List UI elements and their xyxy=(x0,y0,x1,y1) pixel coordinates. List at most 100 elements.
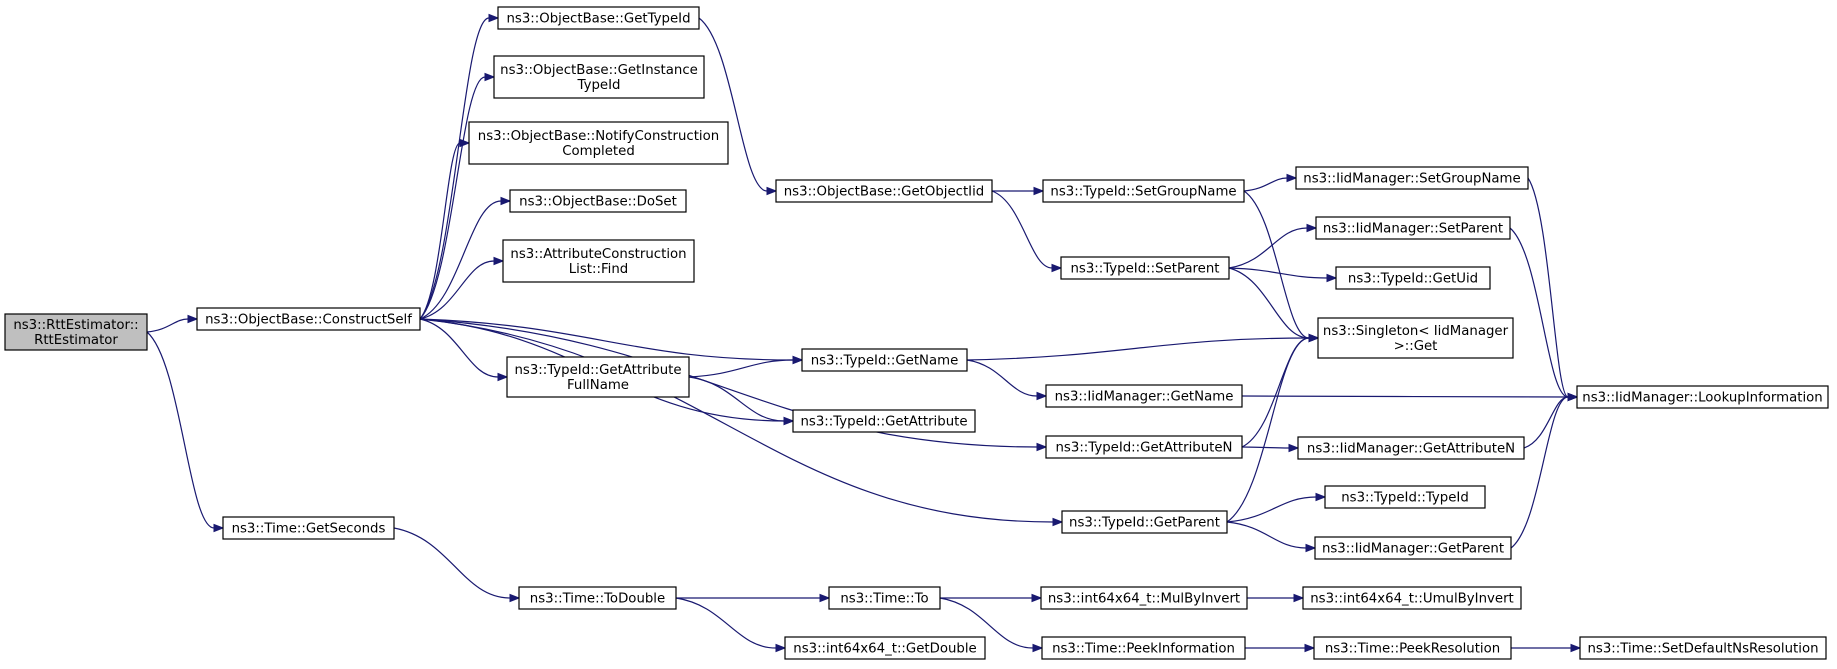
edge-arrowhead xyxy=(459,138,471,148)
node-getuid[interactable]: ns3::TypeId::GetUid xyxy=(1335,266,1491,290)
node-getattribute[interactable]: ns3::TypeId::GetAttribute xyxy=(792,409,976,433)
edge-arrowhead xyxy=(1305,543,1317,553)
edge-line xyxy=(698,17,768,192)
node-box xyxy=(222,516,395,540)
node-getdouble[interactable]: ns3::int64x64_t::GetDouble xyxy=(784,636,986,660)
edge-setparent-to-getuid xyxy=(1228,267,1338,283)
node-label-line: ns3::TypeId::GetUid xyxy=(1348,272,1478,287)
node-label-line: ns3::TypeId::TypeId xyxy=(1341,491,1469,506)
node-singleton[interactable]: ns3::Singleton< IidManager>::Get xyxy=(1317,317,1514,359)
node-box xyxy=(1042,179,1245,203)
node-peekinformation[interactable]: ns3::Time::PeekInformation xyxy=(1041,636,1246,660)
node-lookup[interactable]: ns3::IidManager::LookupInformation xyxy=(1576,385,1829,409)
edge-constructself-to-doset xyxy=(419,196,512,320)
node-getseconds[interactable]: ns3::Time::GetSeconds xyxy=(222,516,395,540)
node-getparent[interactable]: ns3::TypeId::GetParent xyxy=(1061,510,1228,534)
edge-line xyxy=(1226,337,1310,523)
edge-line xyxy=(675,597,777,649)
edge-peekresolution-to-setdefaultns xyxy=(1511,643,1582,653)
nodes-layer: ns3::RttEstimator::RttEstimator ns3::Obje… xyxy=(4,6,1829,660)
node-box xyxy=(792,409,976,433)
edge-gettypeid-to-getobjectiid xyxy=(698,17,778,196)
edge-rtt-to-getseconds xyxy=(146,331,225,533)
node-box xyxy=(1317,317,1514,359)
node-label-line: ns3::IidManager::SetGroupName xyxy=(1303,172,1520,187)
node-label-line: ns3::ObjectBase::GetObjectIid xyxy=(784,185,984,200)
edge-line xyxy=(419,76,486,320)
edge-arrowhead xyxy=(187,314,199,324)
node-typeid-typeid[interactable]: ns3::TypeId::TypeId xyxy=(1324,485,1486,509)
edge-line xyxy=(1241,446,1290,449)
node-gettypeid[interactable]: ns3::ObjectBase::GetTypeId xyxy=(497,6,700,30)
edge-arrowhead xyxy=(488,13,500,23)
node-box xyxy=(506,356,690,398)
edge-line xyxy=(939,597,1034,649)
node-label-line: ns3::TypeId::GetAttribute xyxy=(800,415,967,430)
edge-arrowhead xyxy=(1308,333,1320,343)
edge-getattributen-to-iid-getattributen xyxy=(1241,443,1300,453)
node-mulbyinvert[interactable]: ns3::int64x64_t::MulByInvert xyxy=(1040,586,1248,610)
node-rtt[interactable]: ns3::RttEstimator::RttEstimator xyxy=(4,313,148,351)
node-iid-getname[interactable]: ns3::IidManager::GetName xyxy=(1045,384,1243,408)
node-iid-getattributen[interactable]: ns3::IidManager::GetAttributeN xyxy=(1297,436,1525,460)
edge-arrowhead xyxy=(1051,263,1063,273)
node-getobjectiid[interactable]: ns3::ObjectBase::GetObjectIid xyxy=(775,179,993,203)
node-umulbyinvert[interactable]: ns3::int64x64_t::UmulByInvert xyxy=(1302,586,1522,610)
edge-line xyxy=(419,260,495,320)
node-setparent[interactable]: ns3::TypeId::SetParent xyxy=(1060,256,1230,280)
node-label-line: ns3::int64x64_t::GetDouble xyxy=(793,642,976,657)
node-label-line: ns3::TypeId::SetGroupName xyxy=(1050,185,1236,200)
edge-arrowhead xyxy=(1288,443,1300,453)
edge-getobjectiid-to-setgroupname xyxy=(992,186,1045,196)
edge-arrowhead xyxy=(1032,643,1044,653)
edge-line xyxy=(991,190,1053,269)
node-time-to[interactable]: ns3::Time::To xyxy=(828,586,941,610)
edge-arrowhead xyxy=(1326,273,1338,283)
edge-iid-getparent-to-lookup xyxy=(1510,392,1579,549)
edge-line xyxy=(1226,521,1307,549)
edge-line xyxy=(419,142,461,320)
edge-constructself-to-gettypeid xyxy=(419,13,500,320)
edge-getobjectiid-to-setparent xyxy=(991,190,1063,273)
node-doset[interactable]: ns3::ObjectBase::DoSet xyxy=(509,189,687,213)
edge-arrowhead xyxy=(766,186,778,196)
edge-arrowhead xyxy=(1031,593,1043,603)
node-box xyxy=(1045,435,1243,459)
edge-arrowhead xyxy=(1052,517,1064,527)
node-setdefaultns[interactable]: ns3::Time::SetDefaultNsResolution xyxy=(1579,636,1827,660)
node-box xyxy=(509,189,687,213)
node-iid-setgroupname[interactable]: ns3::IidManager::SetGroupName xyxy=(1295,166,1529,190)
node-setgroupname[interactable]: ns3::TypeId::SetGroupName xyxy=(1042,179,1245,203)
edge-peekinformation-to-peekresolution xyxy=(1245,643,1316,653)
node-label-line: ns3::TypeId::GetAttributeN xyxy=(1056,441,1233,456)
node-notifyconstruction[interactable]: ns3::ObjectBase::NotifyConstructionCompl… xyxy=(468,121,729,165)
node-peekresolution[interactable]: ns3::Time::PeekResolution xyxy=(1313,636,1512,660)
node-constructself[interactable]: ns3::ObjectBase::ConstructSelf xyxy=(196,307,421,331)
edge-line xyxy=(1228,227,1308,269)
node-label-line: RttEstimator xyxy=(34,333,118,348)
edges-layer xyxy=(146,13,1582,653)
node-box xyxy=(468,121,729,165)
node-getattributen[interactable]: ns3::TypeId::GetAttributeN xyxy=(1045,435,1243,459)
edge-line xyxy=(1241,395,1569,398)
node-box xyxy=(1060,256,1230,280)
node-label-line: ns3::ObjectBase::GetInstance xyxy=(500,63,698,78)
edge-line xyxy=(1241,337,1310,448)
node-getname[interactable]: ns3::TypeId::GetName xyxy=(801,348,968,372)
edge-rtt-to-constructself xyxy=(146,314,199,333)
edge-getname-to-singleton xyxy=(966,333,1320,361)
edge-arrowhead xyxy=(509,593,521,603)
node-todouble[interactable]: ns3::Time::ToDouble xyxy=(518,586,677,610)
node-label-line: ns3::int64x64_t::MulByInvert xyxy=(1048,592,1240,607)
node-box xyxy=(4,313,148,351)
node-label-line: ns3::ObjectBase::NotifyConstruction xyxy=(478,129,719,144)
node-label-line: Completed xyxy=(562,144,635,159)
edge-constructself-to-notifyconstruction xyxy=(419,138,471,320)
node-iid-setparent[interactable]: ns3::IidManager::SetParent xyxy=(1315,216,1511,240)
edge-line xyxy=(1228,267,1328,279)
node-iid-getparent[interactable]: ns3::IidManager::GetParent xyxy=(1314,536,1512,560)
